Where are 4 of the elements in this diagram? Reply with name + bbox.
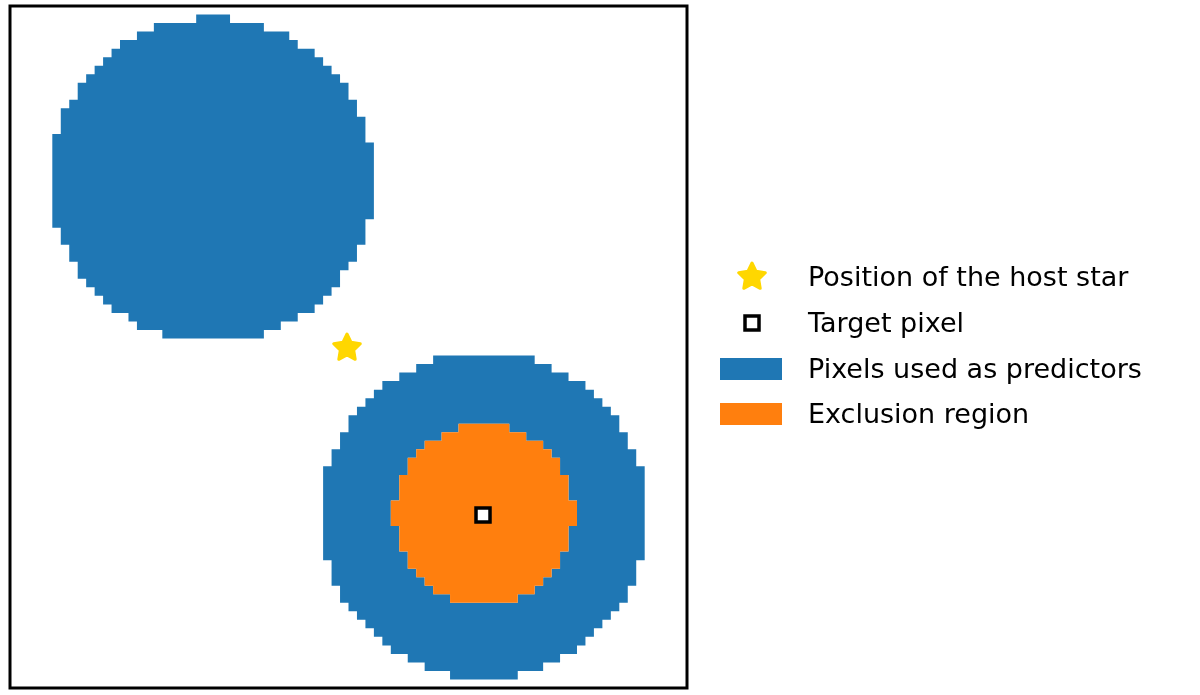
legend-label: Exclusion region <box>808 398 1030 430</box>
legend-label: Position of the host star <box>808 261 1129 293</box>
legend-label: Target pixel <box>808 307 964 339</box>
legend-label: Pixels used as predictors <box>808 353 1142 385</box>
